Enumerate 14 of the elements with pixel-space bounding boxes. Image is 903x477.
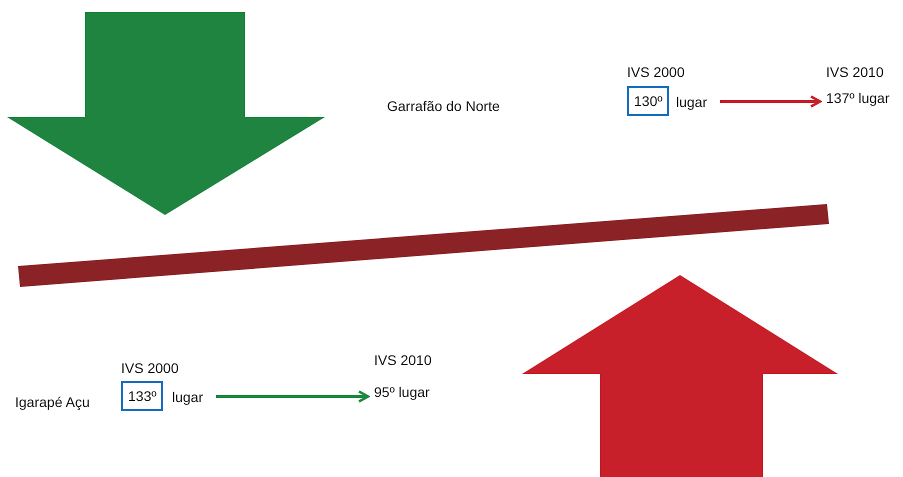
arrow [720,95,822,108]
rank-suffix: lugar [676,93,708,111]
rank-suffix: lugar [172,388,204,406]
text-label: Igarapé Açu [15,393,90,411]
arrow [216,390,370,403]
year-heading: IVS 2010 [374,351,432,369]
rank-text: 137º lugar [826,89,890,107]
text-label: IVS 2000 [627,63,685,81]
rank-text: 95º lugar [374,383,431,401]
rank-box: 133º [121,381,164,411]
year-heading: IVS 2010 [826,63,885,81]
text-label: Garrafão do Norte [387,97,500,115]
text-label: IVS 2000 [121,359,179,377]
rank-box: 130º [627,86,670,116]
